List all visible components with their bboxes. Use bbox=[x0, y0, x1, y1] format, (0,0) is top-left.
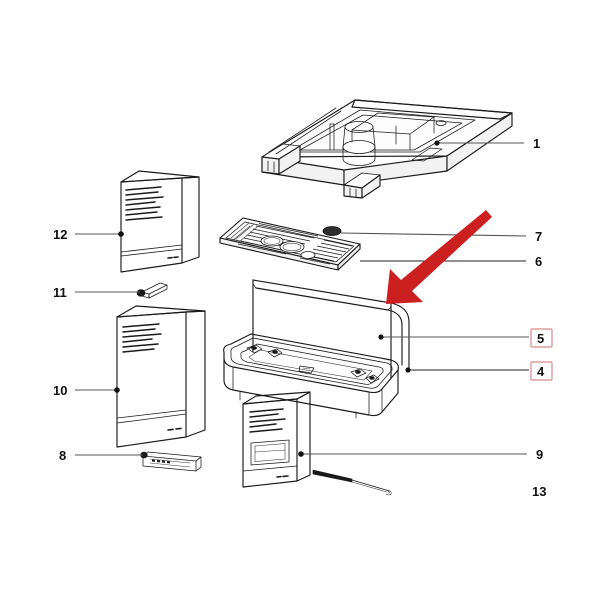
callout-number-12: 12 bbox=[53, 227, 67, 242]
callout-number-10: 10 bbox=[53, 383, 67, 398]
callout-box-4 bbox=[530, 361, 553, 381]
callout-number-11: 11 bbox=[53, 285, 67, 300]
part-7-round-cap-plug bbox=[322, 226, 342, 236]
callout-box-5 bbox=[530, 328, 553, 348]
part-6-slotted-drip-grille bbox=[219, 217, 361, 271]
part-11-hinge-pin bbox=[136, 282, 168, 299]
part-1-top-lid-tray bbox=[261, 99, 513, 199]
callout-numbers: 1 7 6 5 4 9 13 12 11 10 8 bbox=[53, 136, 546, 499]
callout-number-5: 5 bbox=[537, 331, 544, 346]
red-annotation-arrow bbox=[386, 210, 492, 304]
part-8-slotted-trim-bar bbox=[140, 451, 202, 472]
part-4-basin-body bbox=[223, 333, 399, 419]
part-12-upper-side-panel bbox=[120, 170, 200, 273]
bottom-crop-mask bbox=[0, 500, 600, 600]
callout-number-13: 13 bbox=[532, 484, 546, 499]
part-10-lower-side-panel bbox=[116, 305, 206, 448]
callout-number-6: 6 bbox=[535, 254, 542, 269]
callout-number-8: 8 bbox=[59, 448, 66, 463]
part-5-rear-splash-panel bbox=[252, 279, 410, 379]
callout-number-4: 4 bbox=[537, 364, 545, 379]
callout-number-1: 1 bbox=[533, 136, 540, 151]
callout-number-7: 7 bbox=[535, 229, 542, 244]
callout-number-9: 9 bbox=[536, 447, 543, 462]
leader-lines bbox=[75, 140, 529, 457]
part-9-control-door-panel bbox=[242, 391, 311, 488]
part-13-long-thin-wand bbox=[312, 469, 392, 496]
